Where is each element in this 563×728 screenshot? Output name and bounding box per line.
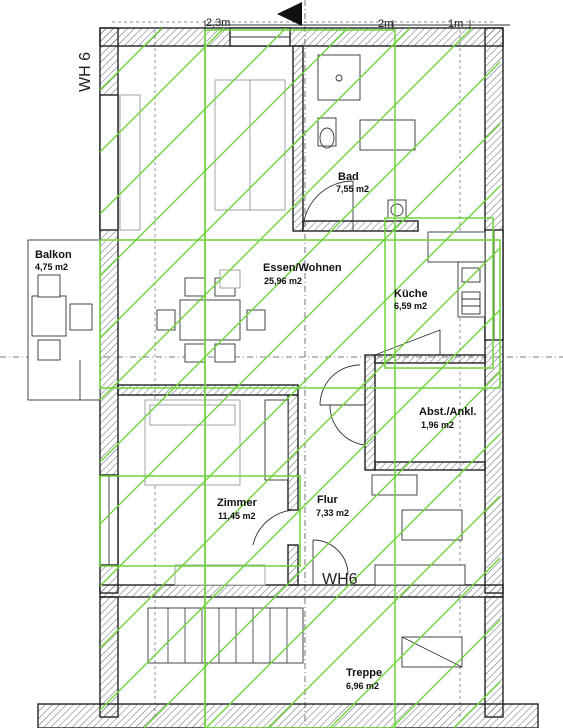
outer-walls: [37, 27, 539, 728]
room-area-flur: 7,33 m2: [316, 508, 349, 518]
green-outlines: [99, 29, 501, 728]
unit-label-vertical: WH 6: [77, 52, 94, 92]
hatch-line: [100, 28, 473, 401]
dimension-label-2-3m: 2,3m: [206, 17, 230, 29]
room-name-abst-ankl: Abst./Ankl.: [419, 406, 476, 418]
room-name-balkon: Balkon: [35, 249, 72, 261]
hatch-line: [516, 28, 563, 728]
hatch-line: [100, 123, 500, 525]
bathroom-fixtures: [302, 54, 416, 232]
hatch-line: [453, 681, 500, 728]
green-hatch-overlay: [100, 28, 563, 728]
unit-label-bottom: WH6: [322, 571, 358, 588]
dimension-line-top: [204, 20, 510, 30]
north-arrow-icon: [277, 2, 302, 26]
interior-walls: [117, 45, 486, 586]
room-name-bad: Bad: [338, 171, 359, 183]
hatch-line: [205, 433, 500, 728]
hatch-line: [100, 28, 287, 215]
room-area-balkon: 4,75 m2: [35, 262, 68, 272]
hatch-line: [329, 557, 500, 728]
bedroom-furniture: [144, 399, 299, 586]
room-name-zimmer: Zimmer: [217, 497, 257, 509]
balcony: [27, 239, 101, 401]
hatch-line: [391, 619, 500, 728]
hatch-line: [267, 495, 500, 728]
kitchen-fixtures: [374, 231, 486, 356]
hatch-line: [143, 371, 500, 728]
room-area-bad: 7,55 m2: [336, 184, 369, 194]
room-name-flur: Flur: [317, 494, 338, 506]
dimension-label-2m: 2m: [378, 18, 393, 30]
hallway-doors: [312, 364, 466, 586]
room-area-abst-ankl: 1,96 m2: [421, 420, 454, 430]
room-name-treppe: Treppe: [346, 667, 382, 679]
room-area-kueche: 6,59 m2: [394, 301, 427, 311]
hatch-line: [100, 28, 349, 277]
hatch-line: [100, 309, 500, 711]
hatch-line: [100, 247, 500, 649]
hatch-line: [100, 185, 500, 587]
room-name-essen-wohnen: Essen/Wohnen: [263, 262, 342, 274]
hatch-line: [100, 28, 411, 339]
living-furniture: [119, 79, 286, 363]
room-area-essen-wohnen: 25,96 m2: [264, 276, 302, 286]
room-area-treppe: 6,96 m2: [346, 681, 379, 691]
hatch-line: [100, 28, 225, 153]
hatch-line: [100, 61, 500, 463]
room-name-kueche: Küche: [394, 288, 428, 300]
dimension-label-1m: 1m: [448, 18, 463, 30]
room-area-zimmer: 11,45 m2: [218, 511, 256, 521]
